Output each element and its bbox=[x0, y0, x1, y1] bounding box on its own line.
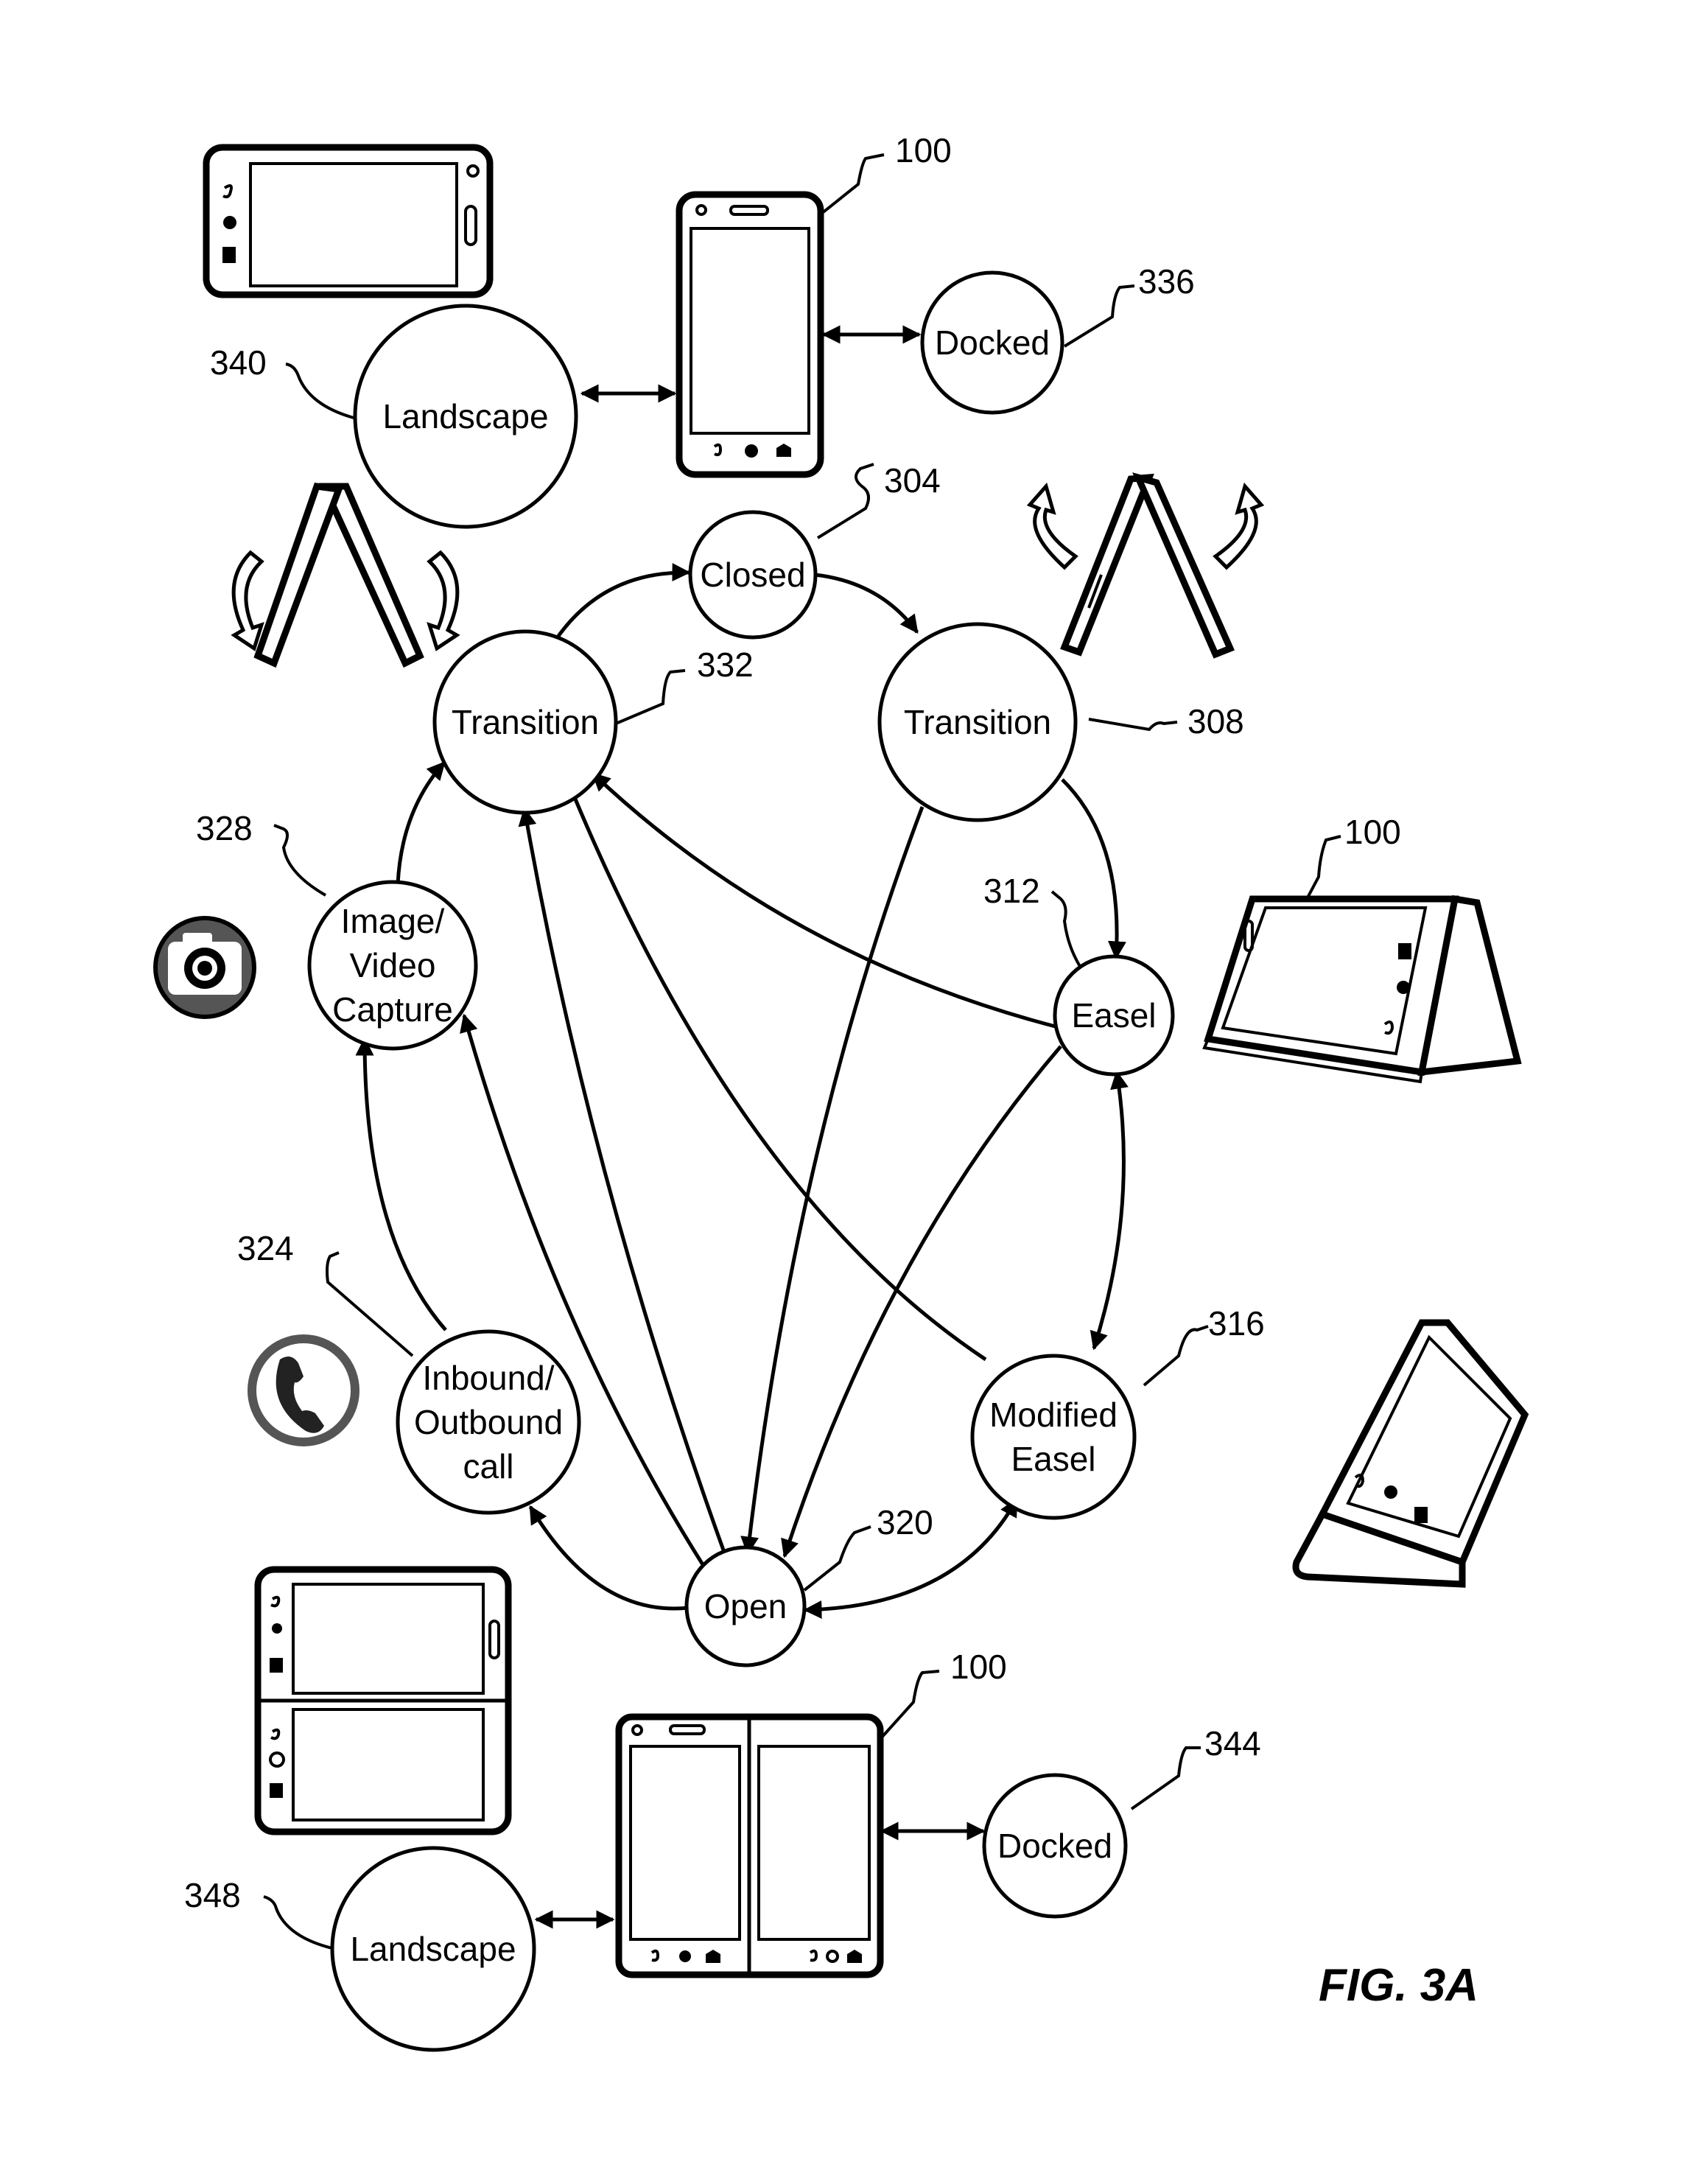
ref-open-device: 100 bbox=[950, 1648, 1007, 1686]
state-label: Transition bbox=[452, 703, 599, 741]
state-label: Outbound bbox=[414, 1403, 563, 1441]
ref-transition-right: 308 bbox=[1187, 702, 1244, 741]
state-node-landscape-bottom: Landscape bbox=[332, 1848, 534, 2050]
ref-easel-device: 100 bbox=[1344, 813, 1401, 851]
state-label: Open bbox=[704, 1587, 787, 1625]
ref-docked-bottom: 344 bbox=[1204, 1724, 1261, 1763]
rotate-arrow-icon bbox=[1215, 486, 1261, 567]
arrow-transition-right-to-easel bbox=[1062, 780, 1117, 958]
ref-closed: 304 bbox=[884, 461, 941, 500]
state-label: Closed bbox=[700, 556, 805, 594]
state-label: Modified bbox=[989, 1396, 1118, 1434]
camera-icon bbox=[153, 916, 256, 1019]
state-label: Inbound/ bbox=[422, 1359, 554, 1397]
arrow-inbound-call-to-image-capture bbox=[365, 1039, 446, 1330]
opening-device-illustration bbox=[1030, 477, 1261, 654]
state-node-inbound-call: Inbound/Outbound call bbox=[398, 1331, 579, 1513]
easel-device-illustration bbox=[1204, 899, 1518, 1082]
arrow-image-capture-to-transition-left bbox=[398, 763, 444, 884]
state-label: Easel bbox=[1071, 996, 1156, 1035]
ref-landscape-top: 340 bbox=[210, 343, 267, 382]
state-label: Landscape bbox=[382, 397, 548, 435]
state-label: Easel bbox=[1011, 1440, 1095, 1478]
state-label: Docked bbox=[935, 323, 1050, 362]
state-node-transition-left: Transition bbox=[435, 631, 616, 813]
state-node-closed: Closed bbox=[690, 512, 815, 637]
state-node-image-capture: Image/VideoCapture bbox=[309, 882, 476, 1049]
arrow-open-to-inbound-call bbox=[530, 1507, 689, 1609]
ref-modified-easel: 316 bbox=[1208, 1304, 1265, 1343]
arrow-closed-to-transition-right bbox=[815, 575, 917, 632]
arrow-easel-modified-easel bbox=[1094, 1072, 1123, 1348]
state-circle bbox=[972, 1356, 1134, 1518]
state-node-easel: Easel bbox=[1055, 956, 1173, 1074]
arrow-modified-easel-to-transition-left bbox=[567, 780, 986, 1359]
portrait-phone-illustration bbox=[679, 195, 821, 475]
state-label: Video bbox=[350, 946, 436, 984]
state-node-docked-bottom: Docked bbox=[984, 1775, 1126, 1917]
state-node-transition-right: Transition bbox=[880, 624, 1076, 820]
landscape-phone-illustration bbox=[206, 147, 490, 295]
state-node-landscape-top: Landscape bbox=[355, 306, 576, 527]
ref-docked-top: 336 bbox=[1138, 262, 1195, 301]
rotate-arrow-icon bbox=[1030, 486, 1076, 567]
ref-inbound-call: 324 bbox=[237, 1229, 294, 1267]
state-label: Capture bbox=[332, 990, 453, 1029]
figure-label: FIG. 3A bbox=[1319, 1960, 1478, 2011]
state-label: call bbox=[463, 1447, 513, 1485]
arrow-transition-right-to-open bbox=[748, 807, 922, 1553]
state-node-docked-top: Docked bbox=[922, 273, 1062, 413]
state-node-open: Open bbox=[687, 1547, 804, 1665]
ref-easel: 312 bbox=[983, 872, 1040, 910]
ref-image-capture: 328 bbox=[196, 809, 253, 847]
arrow-transition-left-to-closed bbox=[557, 573, 689, 638]
state-label: Docked bbox=[997, 1827, 1112, 1865]
state-label: Image/ bbox=[341, 902, 445, 940]
state-label: Transition bbox=[904, 703, 1051, 741]
rotate-arrow-icon bbox=[429, 553, 457, 648]
ref-open: 320 bbox=[877, 1503, 933, 1541]
stacked-landscape-device-illustration bbox=[258, 1569, 508, 1832]
phone-call-icon bbox=[252, 1339, 355, 1442]
modified-easel-device-illustration bbox=[1296, 1323, 1525, 1584]
state-node-modified-easel: ModifiedEasel bbox=[972, 1356, 1134, 1518]
open-dual-screen-device-illustration bbox=[619, 1717, 880, 1975]
ref-top-phone: 100 bbox=[895, 131, 952, 169]
ref-transition-left: 332 bbox=[697, 645, 754, 684]
rotate-arrow-icon bbox=[234, 553, 262, 648]
state-label: Landscape bbox=[350, 1930, 516, 1968]
ref-landscape-bottom: 348 bbox=[184, 1876, 241, 1914]
